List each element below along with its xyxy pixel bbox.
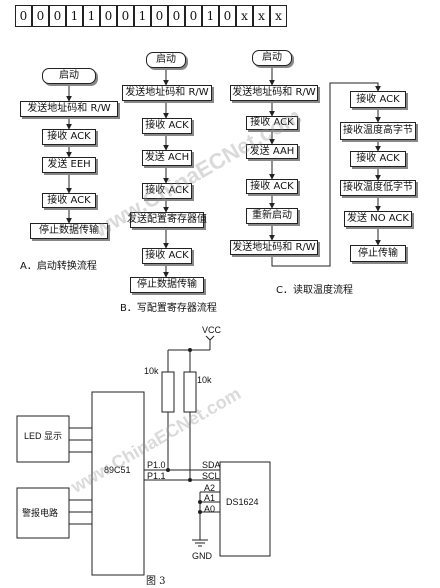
junction-dot [198, 500, 202, 504]
gnd-label: GND [192, 551, 212, 561]
p11-label: P1.1 [147, 471, 166, 481]
flow-a-step: 发送 EEH [42, 157, 96, 173]
vcc-label: VCC [202, 325, 222, 335]
bit-cell: 0 [32, 5, 49, 27]
junction-dot [188, 348, 192, 352]
scl-label: SCL [202, 471, 220, 481]
ground-icon [192, 539, 208, 547]
bit-cell: x [236, 5, 253, 27]
sensor-label: DS1624 [226, 497, 259, 507]
mcu-label: 89C51 [104, 465, 131, 475]
flow-c-step: 停止传输 [350, 245, 406, 262]
flow-a-step: 接收 ACK [42, 193, 96, 208]
sda-label: SDA [202, 460, 221, 470]
flow-b-caption: B．写配置寄存器流程 [120, 303, 217, 314]
alarm-label: 警报电路 [22, 508, 59, 518]
resistor-r1-label: 10k [144, 366, 159, 376]
bit-cell: 1 [134, 5, 151, 27]
flow-b-step: 接收 ACK [142, 118, 192, 134]
flow-c-connector [271, 82, 381, 267]
flow-a-start: 启动 [42, 68, 96, 84]
flow-b-step: 接收 ACK [142, 248, 192, 264]
flow-a-step: 接收 ACK [42, 129, 96, 145]
a1-label: A1 [204, 493, 216, 503]
flow-c-step: 发送 AAH [246, 144, 298, 159]
flow-c-step: 接收 ACK [350, 151, 406, 167]
bit-cell: x [270, 5, 287, 27]
a0-label: A0 [204, 504, 216, 514]
flow-c-step: 重新启动 [246, 208, 298, 224]
bit-cell: 0 [168, 5, 185, 27]
p10-label: P1.0 [147, 460, 166, 470]
figure-label: 图 3 [146, 576, 166, 587]
alarm-box [16, 487, 70, 539]
bit-cell: x [253, 5, 270, 27]
vcc-terminal-icon [205, 335, 215, 341]
flow-c-step: 接收 ACK [350, 91, 406, 108]
bit-cell: 0 [15, 5, 32, 27]
flow-b-step: 发送 ACH [142, 150, 192, 166]
flow-c-step: 发送地址码和 R/W [230, 240, 318, 255]
flow-b-step: 停止数据传输 [130, 277, 204, 293]
a2-label: A2 [204, 483, 216, 493]
led-label: LED 显示 [24, 431, 63, 441]
flow-c-step: 接收 ACK [246, 116, 298, 130]
sensor-box [219, 461, 271, 557]
flow-c-start: 启动 [252, 50, 292, 66]
bit-cell: 0 [49, 5, 66, 27]
bit-cell: 0 [219, 5, 236, 27]
junction-dot [166, 468, 170, 472]
flow-b-start: 启动 [146, 52, 186, 68]
resistor-r1 [161, 371, 175, 413]
bit-cell: 0 [151, 5, 168, 27]
flow-a-caption: A．启动转换流程 [20, 261, 97, 272]
flow-a-step: 发送地址码和 R/W [20, 101, 118, 117]
flow-b-step: 接收 ACK [142, 183, 192, 199]
flow-b-step: 发送地址码和 R/W [122, 85, 212, 101]
resistor-r2-label: 10k [197, 375, 212, 385]
junction-dot [188, 478, 192, 482]
bit-cell: 0 [117, 5, 134, 27]
flow-c-step: 发送地址码和 R/W [230, 85, 318, 101]
bit-cell: 0 [100, 5, 117, 27]
flow-c-caption: C．读取温度流程 [276, 285, 353, 296]
flow-c-step: 接收温度低字节 [340, 180, 416, 196]
flow-c-step: 接收温度高字节 [340, 122, 416, 140]
junction-dot [198, 510, 202, 514]
flow-c-step: 发送 NO ACK [344, 211, 412, 227]
mcu-box [91, 391, 145, 576]
flow-b-step: 发送配置寄存器值 [127, 212, 207, 228]
bit-cell: 1 [66, 5, 83, 27]
bit-cell: 0 [185, 5, 202, 27]
bit-cell: 1 [83, 5, 100, 27]
flow-a-step: 停止数据传输 [30, 223, 108, 239]
bit-cell: 1 [202, 5, 219, 27]
flow-c-step: 接收 ACK [246, 179, 298, 194]
led-box [16, 415, 70, 463]
